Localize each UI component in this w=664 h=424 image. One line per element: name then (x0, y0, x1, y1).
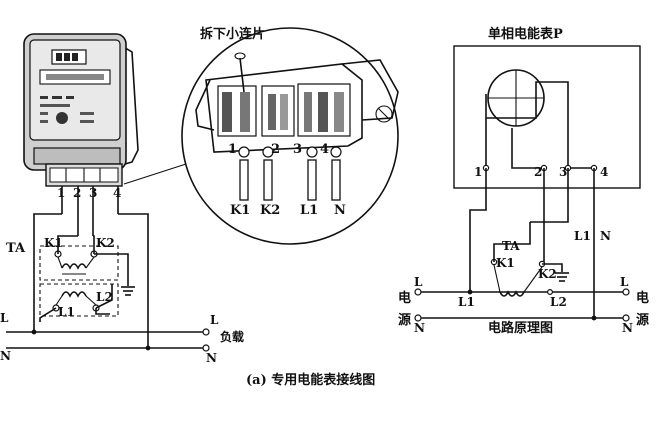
zoom-wire-n: N (334, 203, 346, 218)
right-right-l: L (620, 275, 629, 289)
schematic-title: 电路原理图 (488, 320, 553, 336)
remove-link-annotation: 拆下小连片 (200, 26, 265, 42)
zoom-terminal-2: 2 (271, 142, 280, 157)
left-line-l: L (0, 311, 9, 325)
zoom-wire-l1: L1 (300, 203, 318, 218)
left-terminal-4: 4 (113, 186, 121, 200)
right-n-wire: N (600, 229, 611, 243)
right-left-n: N (414, 321, 425, 335)
schematic (414, 45, 641, 322)
zoom-wire-k1: K1 (230, 203, 250, 218)
left-ta-label: TA (6, 241, 26, 256)
left-terminal-2: 2 (73, 186, 81, 200)
right-right-n: N (622, 321, 633, 335)
meter-illustration (23, 33, 139, 187)
left-l1-label: L1 (58, 305, 75, 319)
zoom-terminal-1: 1 (228, 142, 237, 157)
right-k1-label: K1 (496, 256, 515, 270)
right-ta-label: TA (502, 239, 520, 253)
right-l1-label: L1 (458, 295, 475, 309)
right-terminal-2: 2 (534, 165, 542, 179)
meter-title: 单相电能表P (488, 26, 563, 42)
left-l2-label: L2 (96, 290, 113, 304)
right-left-l: L (414, 275, 423, 289)
left-out-n: N (206, 351, 217, 365)
load-label: 负载 (220, 329, 244, 344)
zoom-wire-k2: K2 (260, 203, 280, 218)
left-k1-label: K1 (44, 236, 63, 250)
right-terminal-1: 1 (474, 165, 482, 179)
left-out-l: L (210, 313, 219, 327)
right-l2-label: L2 (550, 295, 567, 309)
left-line-n: N (0, 349, 11, 363)
right-l1-wire: L1 (574, 229, 591, 243)
right-k2-label: K2 (538, 267, 557, 281)
source-label-bottom: 源 (398, 312, 411, 328)
right-terminal-4: 4 (600, 165, 608, 179)
figure-caption: (a) 专用电能表接线图 (246, 372, 375, 388)
left-k2-label: K2 (96, 236, 115, 250)
right-terminal-3: 3 (559, 165, 567, 179)
zoom-callout (123, 27, 399, 245)
zoom-terminal-4: 4 (320, 142, 329, 157)
left-wiring (6, 186, 210, 352)
output-label-top: 电 (636, 290, 649, 306)
zoom-terminal-3: 3 (293, 142, 302, 157)
left-terminal-1: 1 (57, 186, 65, 200)
output-label-bottom: 源 (636, 312, 649, 328)
source-label-top: 电 (398, 290, 411, 306)
